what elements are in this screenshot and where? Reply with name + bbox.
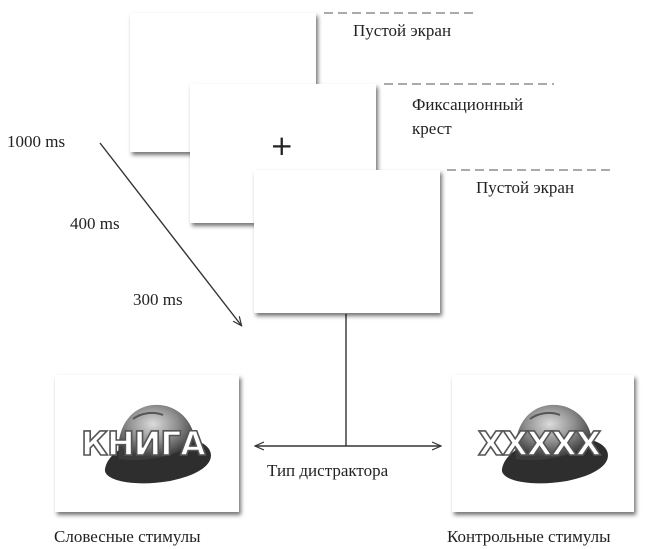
duration-300: 300 ms [133, 290, 183, 309]
control-stimuli-caption: Контрольные стимулы [447, 527, 611, 546]
control-stimulus-text: XXXXX [477, 423, 602, 464]
word-stimulus-screen: КНИГА [55, 375, 239, 512]
fixation-cross: + [270, 129, 294, 162]
blank-screen-2 [254, 170, 440, 313]
control-stimulus-screen: XXXXX [452, 375, 634, 512]
duration-400: 400 ms [70, 214, 120, 233]
fixation-label-line1: Фиксационный [412, 95, 524, 114]
distractor-type-label: Тип дистрактора [267, 461, 389, 480]
word-stimulus-text: КНИГА [80, 423, 206, 464]
fixation-label-line2: крест [412, 119, 452, 138]
hat-icon [104, 404, 211, 484]
hat-icon [501, 404, 608, 484]
word-stimuli-caption: Словесные стимулы [54, 527, 201, 546]
blank-screen-2-label: Пустой экран [476, 178, 575, 197]
blank-screen-1-label: Пустой экран [353, 21, 452, 40]
duration-1000: 1000 ms [7, 132, 66, 151]
time-arrow [99, 142, 241, 325]
